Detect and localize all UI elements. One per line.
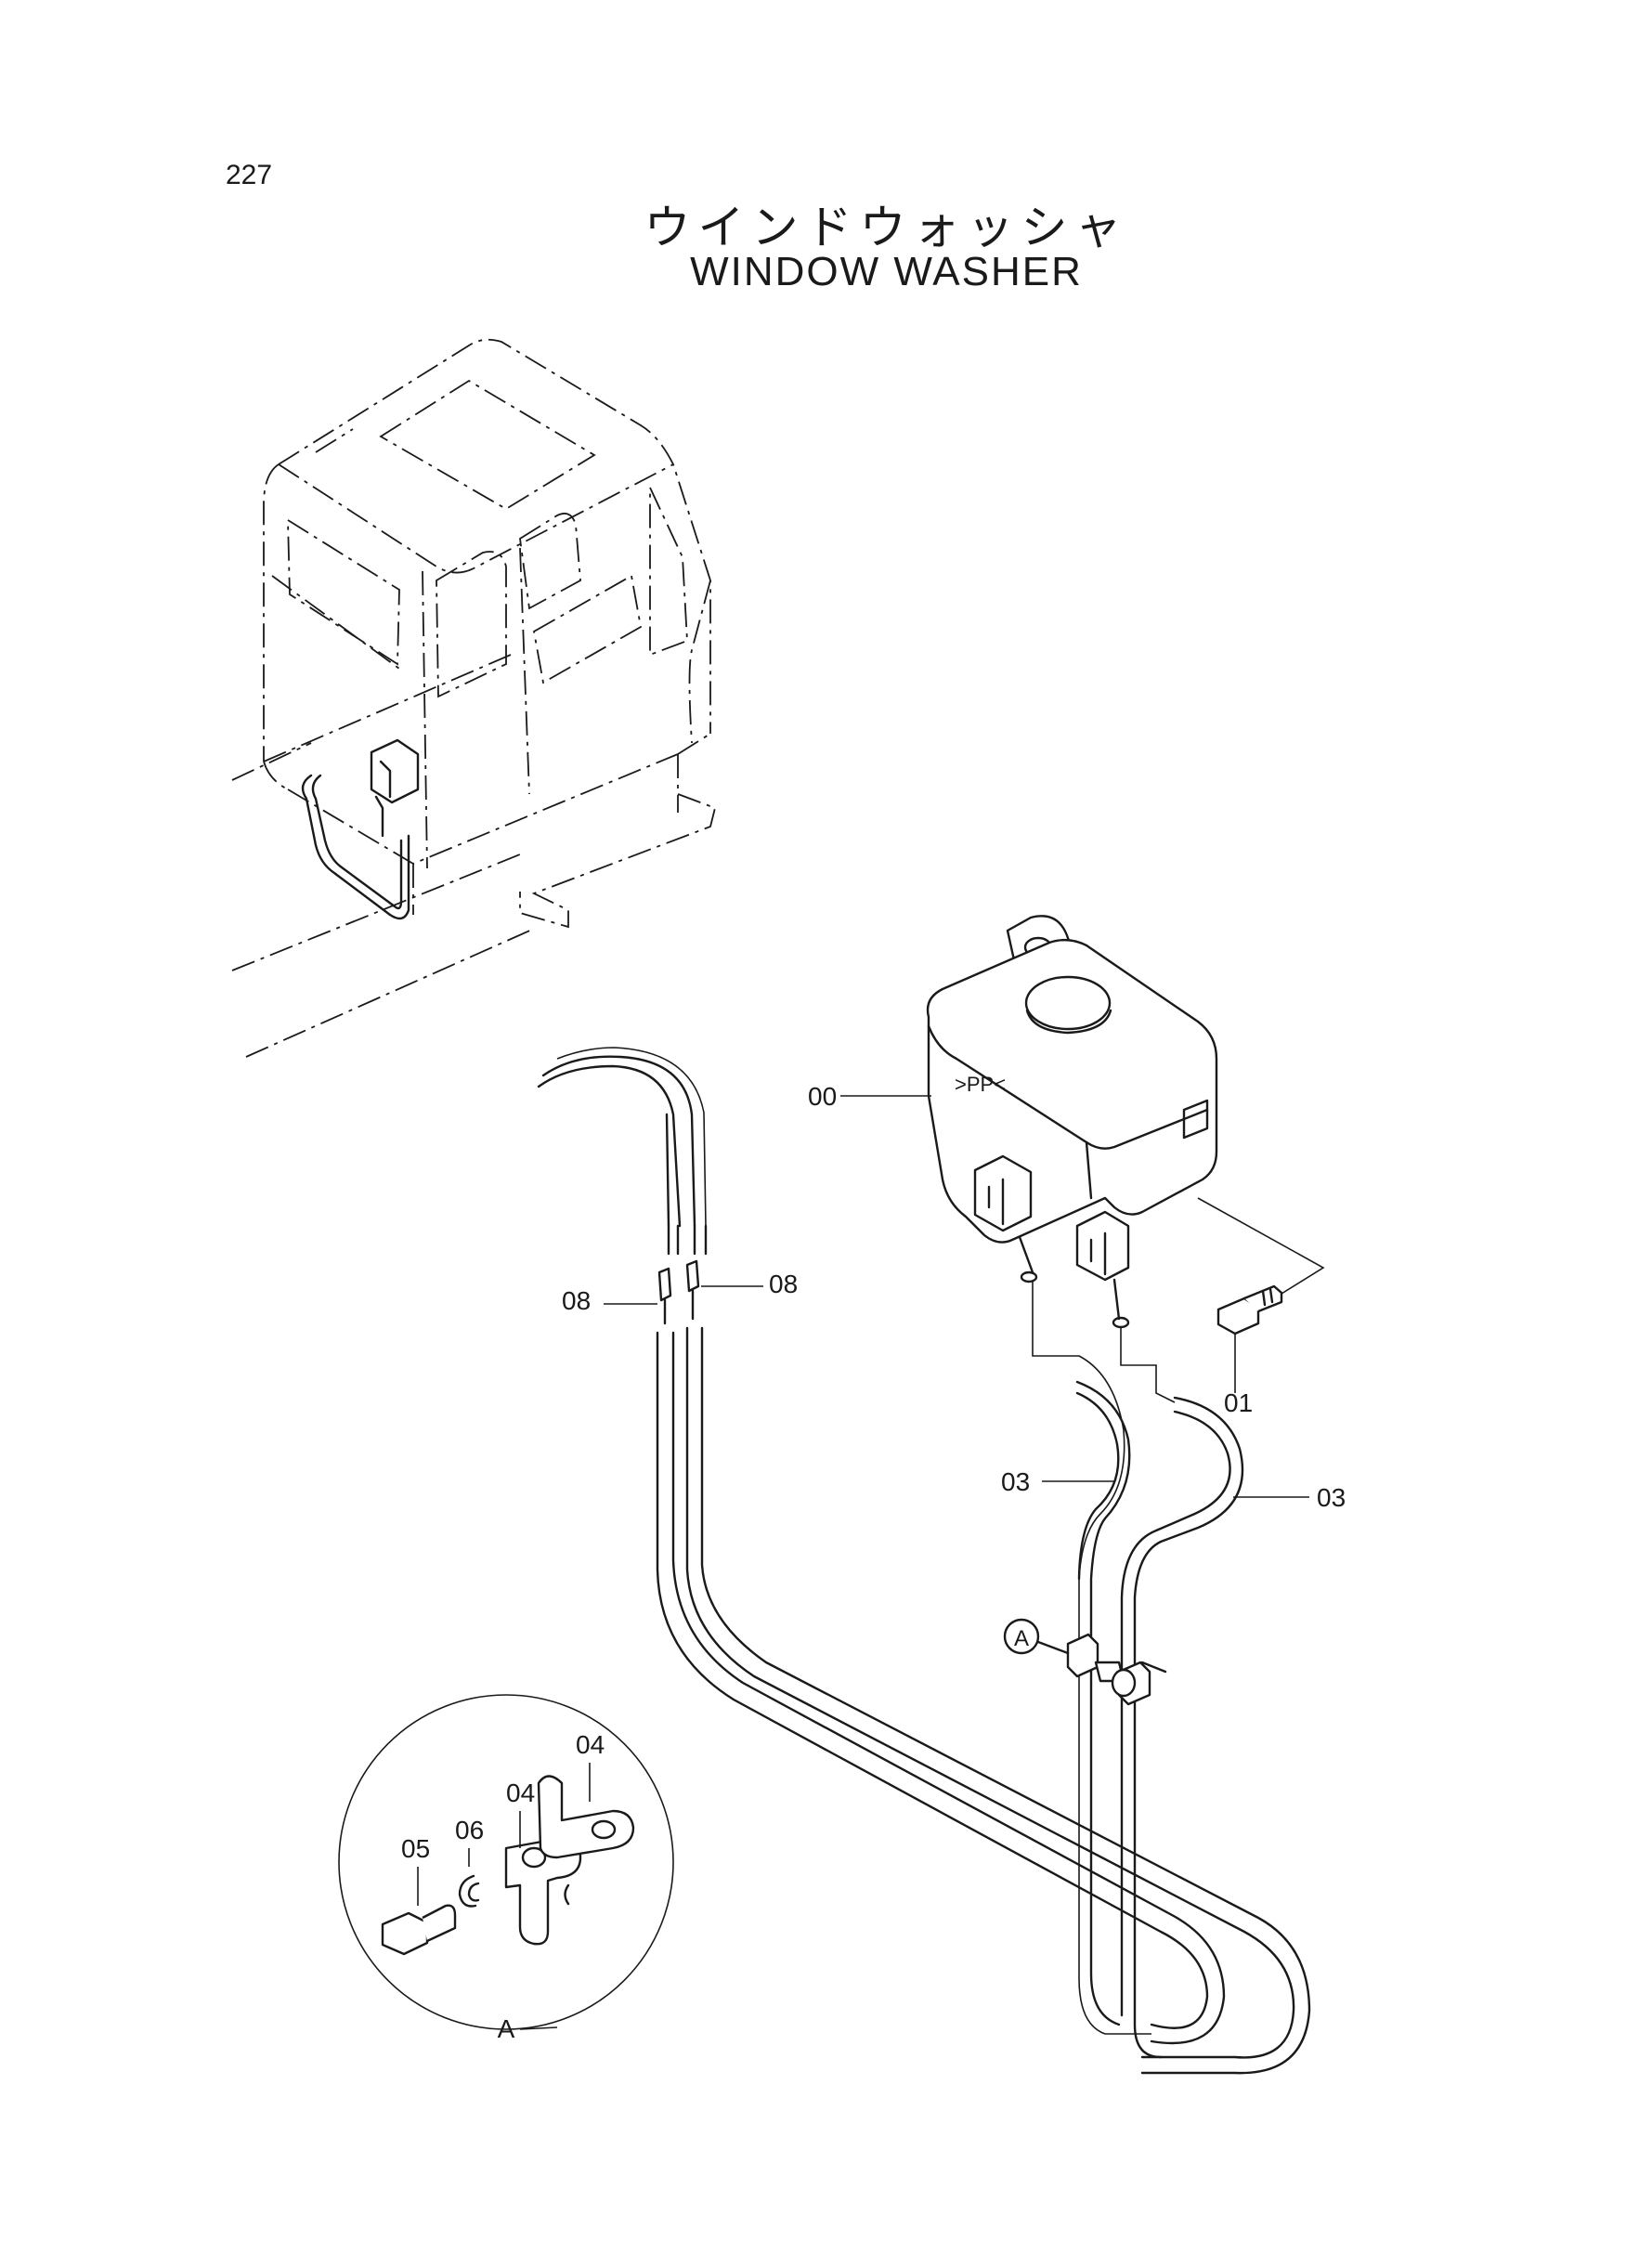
callout-08-left: 08 (562, 1286, 591, 1315)
detail-a-label: A (498, 2014, 515, 2043)
callout-00: 00 (808, 1082, 837, 1111)
detail-a-view (338, 1694, 674, 2030)
callout-05: 05 (401, 1834, 430, 1863)
callout-04-upper: 04 (576, 1730, 605, 1759)
washer-tank: >PP< (926, 915, 1218, 1329)
hose-clamp-assembly: A (1003, 1618, 1167, 1706)
callout-06: 06 (455, 1816, 484, 1844)
page-number: 227 (226, 160, 273, 190)
callout-04-lower: 04 (506, 1778, 535, 1807)
callout-08-right: 08 (769, 1270, 798, 1298)
tank-mark: >PP< (955, 1073, 1006, 1096)
callout-01: 01 (1224, 1388, 1253, 1417)
callout-03-right: 03 (1317, 1483, 1346, 1512)
operator-cab (231, 338, 717, 1058)
title-japanese: ウインドウォッシャ (644, 201, 1129, 254)
bolt-01 (1197, 1197, 1325, 1393)
callout-03-left: 03 (1001, 1467, 1030, 1496)
detail-ref-label: A (1014, 1626, 1029, 1651)
washer-hoses (537, 1047, 1311, 2075)
callout-leaders (840, 1095, 1309, 1498)
title-english: WINDOW WASHER (690, 249, 1083, 294)
connector-08 (604, 1259, 763, 1325)
